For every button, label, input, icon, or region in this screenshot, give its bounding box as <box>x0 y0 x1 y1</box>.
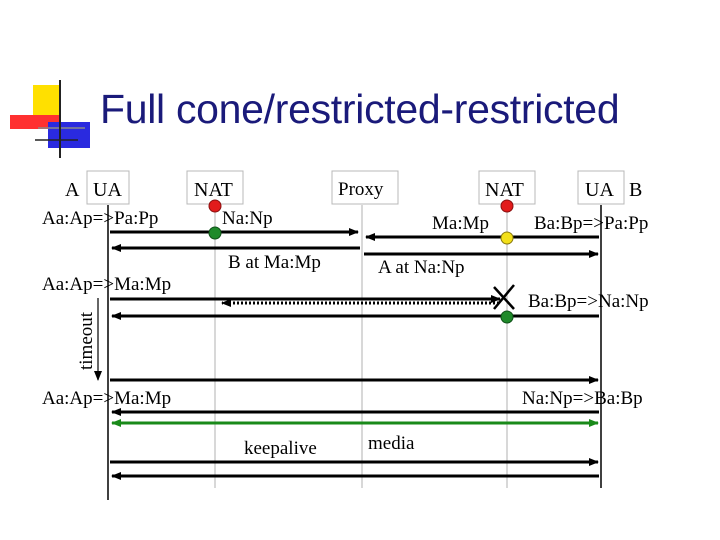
red-dot-icon <box>500 199 514 213</box>
ua-b-box <box>577 170 625 205</box>
green-dot-icon <box>500 310 514 324</box>
nat-b-addr-label: Ma:Mp <box>432 213 489 234</box>
nat-b-box <box>478 170 536 205</box>
map-b3-label: Na:Np=>Ba:Bp <box>522 388 643 409</box>
red-dot-icon <box>208 199 222 213</box>
x-mark-icon <box>493 284 515 310</box>
a-at-label: A at Na:Np <box>378 257 465 278</box>
ua-a-side-label: A <box>65 179 80 201</box>
timeout-label: timeout <box>76 311 97 370</box>
ua-b-side-label: B <box>629 179 642 201</box>
yellow-dot-icon <box>500 231 514 245</box>
proxy-box <box>331 170 399 205</box>
map-b2-label: Ba:Bp=>Na:Np <box>528 291 649 312</box>
keepalive-label: keepalive <box>244 438 317 459</box>
ua-b-label: UA <box>585 179 614 201</box>
nat-b-label: NAT <box>485 179 524 201</box>
nat-a-addr-label: Na:Np <box>222 208 273 229</box>
map-a3-label: Aa:Ap=>Ma:Mp <box>42 388 171 409</box>
corner-logo-icon <box>10 80 90 158</box>
green-dot-icon <box>208 226 222 240</box>
nat-a-box <box>186 170 244 205</box>
b-at-label: B at Ma:Mp <box>228 252 321 273</box>
map-a2-label: Aa:Ap=>Ma:Mp <box>42 274 171 295</box>
media-label: media <box>368 433 415 454</box>
ua-a-box <box>86 170 130 205</box>
proxy-label: Proxy <box>338 179 384 200</box>
nat-a-label: NAT <box>194 179 233 201</box>
map-b1-label: Ba:Bp=>Pa:Pp <box>534 213 648 234</box>
ua-a-label: UA <box>93 179 122 201</box>
map-a1-label: Aa:Ap=>Pa:Pp <box>42 208 158 229</box>
slide-title: Full cone/restricted-restricted <box>100 86 620 132</box>
